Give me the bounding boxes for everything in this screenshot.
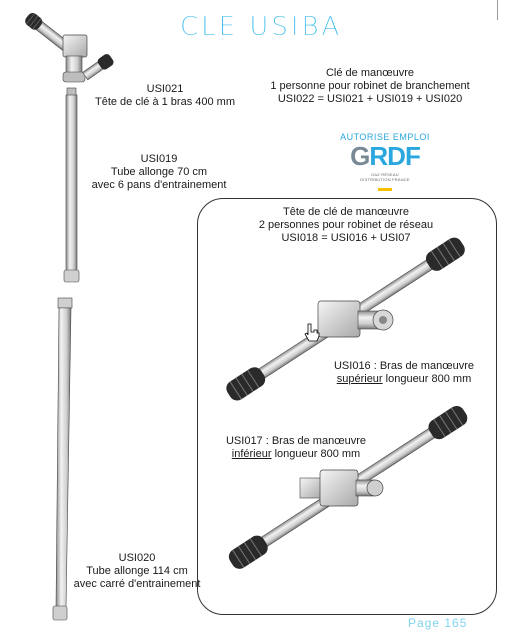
usi018-label: Tête de clé de manœuvre 2 personnes pour… (240, 206, 452, 245)
usi018-line3: USI018 = USI016 + USI07 (281, 232, 411, 244)
usi019-label: USI019 Tube allonge 70 cm avec 6 pans d'… (84, 153, 234, 192)
usi016-line1: USI016 : Bras de manœuvre (333, 360, 474, 372)
grdf-rdf: RDF (369, 141, 420, 171)
usi019-desc2: avec 6 pans d'entrainement (91, 179, 227, 191)
usi022-line2: 1 personne pour robinet de branchement (270, 80, 470, 92)
grdf-sub2: DISTRIBUTION FRANCE (360, 177, 410, 182)
usi019-code: USI019 (140, 153, 178, 165)
usi021-desc: Tête de clé à 1 bras 400 mm (94, 96, 235, 108)
page-footer: Page 165 (408, 616, 468, 630)
usi022-line3: USI022 = USI021 + USI019 + USI020 (277, 93, 463, 105)
two-person-key-panel (197, 198, 497, 615)
grdf-wordmark: GRDF (336, 141, 434, 172)
usi020-tube-drawing (52, 297, 73, 621)
usi016-underline: supérieur (336, 373, 383, 385)
usi021-head-drawing (25, 12, 114, 83)
usi019-tube-drawing (63, 87, 80, 283)
usi016-rest: longueur 800 mm (382, 373, 472, 385)
usi022-label: Clé de manœuvre 1 personne pour robinet … (255, 67, 485, 106)
hand-cursor-icon (304, 323, 320, 342)
usi020-code: USI020 (118, 552, 156, 564)
usi016-line2: supérieur longueur 800 mm (318, 373, 490, 386)
usi020-desc1: Tube allonge 114 cm (86, 565, 188, 577)
usi021-code: USI021 (146, 83, 184, 95)
grdf-sub1: GAZ RÉSEAU (371, 172, 399, 177)
usi018-line1: Tête de clé de manœuvre (283, 206, 409, 218)
grdf-authorized-text: AUTORISE EMPLOI (340, 132, 430, 142)
usi017-label: USI017 : Bras de manœuvre inférieur long… (210, 435, 382, 461)
usi022-line1: Clé de manœuvre (325, 67, 415, 79)
page-title: CLE USIBA (180, 12, 343, 42)
usi019-desc1: Tube allonge 70 cm (110, 166, 208, 178)
usi021-label: USI021 Tête de clé à 1 bras 400 mm (84, 83, 246, 109)
usi016-arm-drawing (226, 237, 465, 401)
usi020-label: USI020 Tube allonge 114 cm avec carré d'… (62, 552, 212, 591)
usi017-underline: inférieur (231, 448, 272, 460)
usi017-line2: inférieur longueur 800 mm (210, 448, 382, 461)
usi020-desc2: avec carré d'entrainement (73, 578, 201, 590)
grdf-yellow-bar (378, 188, 392, 191)
corner-divider (497, 0, 498, 20)
usi017-rest: longueur 800 mm (271, 448, 361, 460)
usi017-line1: USI017 : Bras de manœuvre (225, 435, 366, 447)
usi017-arm-drawing (228, 405, 468, 569)
grdf-logo: AUTORISE EMPLOI GRDF GAZ RÉSEAU DISTRIBU… (336, 132, 434, 192)
usi018-line2: 2 personnes pour robinet de réseau (258, 219, 434, 231)
usi016-label: USI016 : Bras de manœuvre supérieur long… (318, 360, 490, 386)
grdf-g: G (350, 141, 370, 171)
